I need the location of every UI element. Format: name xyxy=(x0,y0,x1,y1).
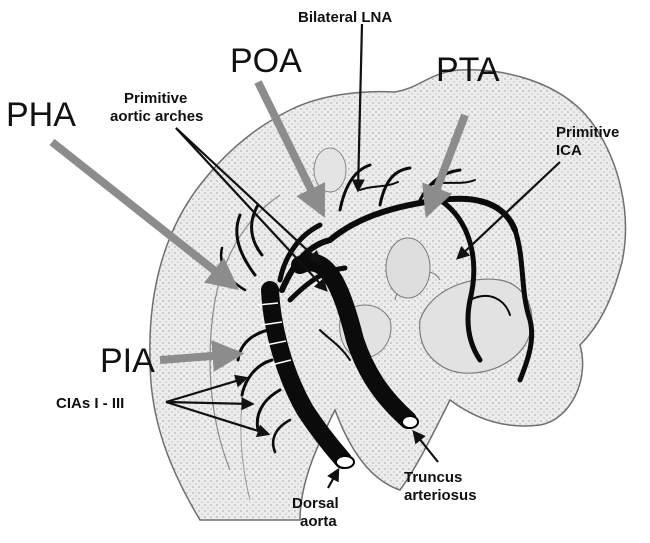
label-pha: PHA xyxy=(6,96,76,134)
label-bilateral-lna: Bilateral LNA xyxy=(298,9,392,26)
label-primitive-aortic-arches-1: Primitive xyxy=(124,90,187,107)
label-dorsal-1: Dorsal xyxy=(292,495,339,512)
truncus-opening xyxy=(402,416,418,428)
dorsal-aorta-arrow xyxy=(328,470,338,488)
label-truncus-2: arteriosus xyxy=(404,487,477,504)
embryo-body xyxy=(150,70,626,520)
label-pta: PTA xyxy=(436,51,500,89)
label-dorsal-2: aorta xyxy=(300,513,337,530)
label-pia: PIA xyxy=(100,342,155,380)
label-primitive-ica-1: Primitive xyxy=(556,124,619,141)
label-truncus-1: Truncus xyxy=(404,469,462,486)
label-poa: POA xyxy=(230,42,302,80)
label-primitive-ica-2: ICA xyxy=(556,142,582,159)
label-cias: CIAs I - III xyxy=(56,395,124,412)
label-primitive-aortic-arches-2: aortic arches xyxy=(110,108,203,125)
dorsal-aorta-opening xyxy=(336,456,354,468)
